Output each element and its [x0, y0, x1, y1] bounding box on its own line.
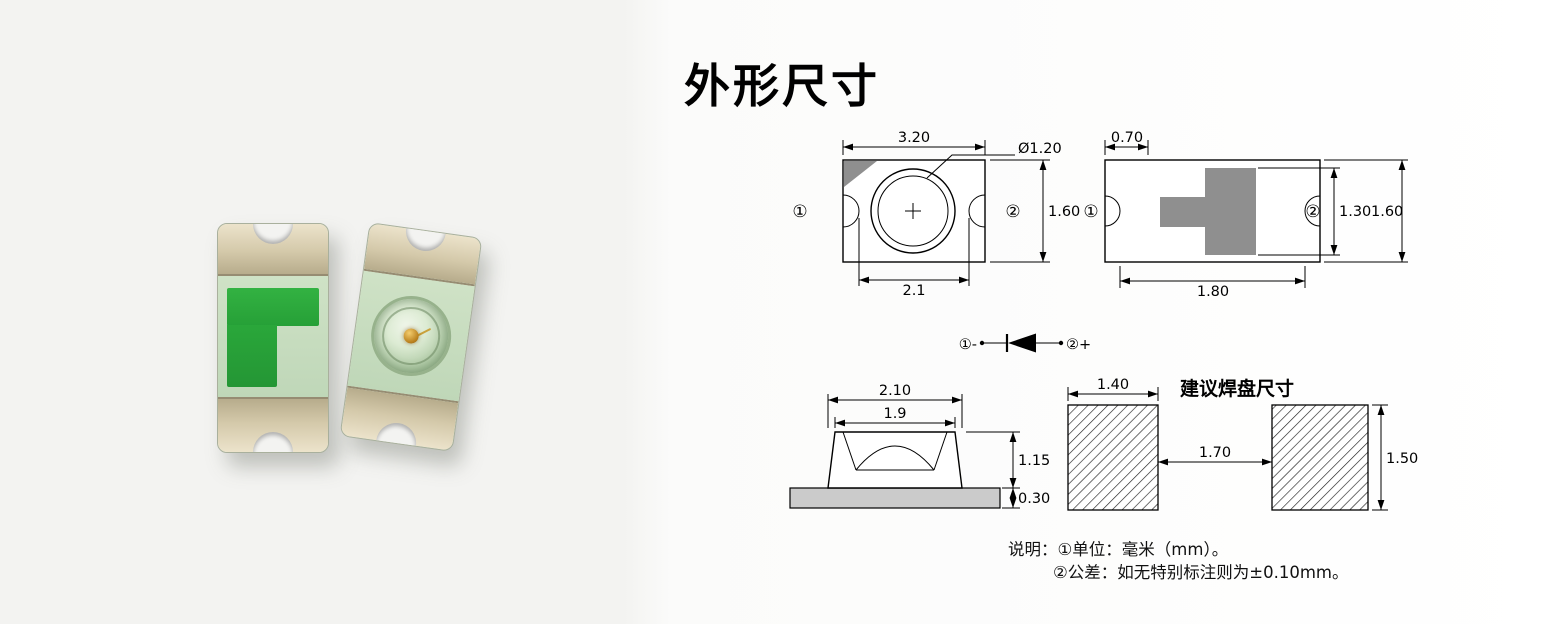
green-electrode-bar [227, 288, 319, 326]
dim-label-base-thickness: 0.30 [1018, 491, 1050, 507]
page-title: 外形尺寸 [684, 59, 880, 113]
castellation-notch [376, 420, 419, 448]
castellation-notch [253, 224, 293, 244]
dim-label-lens-diameter: Ø1.20 [1018, 141, 1062, 157]
dim-label-inner-width: 1.9 [883, 406, 906, 422]
dim-label-height: 1.60 [1371, 204, 1403, 220]
pin2-marker: ② [1005, 202, 1020, 222]
lens-dome [365, 290, 457, 382]
pad-layout-drawing: 建议焊盘尺寸 1.40 1.70 1.50 [1067, 377, 1418, 511]
pin1-marker: ① [1083, 202, 1098, 222]
negative-terminal-label: ①- [959, 337, 977, 353]
led-resin-area [218, 276, 328, 397]
led-photo-top-view [217, 223, 329, 453]
dim-label-pad-width: 1.40 [1097, 377, 1129, 393]
pin1-marker: ① [792, 202, 807, 222]
led-resin-area [347, 270, 475, 402]
dim-label-width: 2.10 [879, 383, 911, 399]
cathode-corner-mark [844, 161, 877, 187]
positive-terminal-label: ②+ [1066, 337, 1091, 353]
base-plate [789, 487, 1001, 509]
notes-block: 说明：①单位：毫米（mm）。 ②公差：如无特别标注则为±0.10mm。 [1008, 538, 1349, 584]
solder-pad-right [1271, 404, 1369, 511]
led-package-body [217, 223, 329, 453]
dim-label-body-height: 1.15 [1018, 453, 1050, 469]
profile-view-drawing: 2.10 1.9 1.15 0.30 [789, 383, 1050, 509]
note-units: 说明：①单位：毫米（mm）。 [1008, 540, 1229, 559]
castellation-notch [253, 432, 293, 452]
note-tolerance: ②公差：如无特别标注则为±0.10mm。 [1053, 563, 1349, 582]
solder-pad-left [1067, 404, 1159, 511]
product-photo-panel [0, 0, 640, 624]
dome-profile [855, 445, 935, 471]
lens-circle-inner [877, 175, 949, 247]
side-view-drawing: 0.70 ① ② 1.30 1.60 1.80 [1083, 130, 1408, 300]
dim-label-pad-height: 1.50 [1386, 451, 1418, 467]
dimension-drawings-svg: 3.20 Ø1.20 1.60 ① ② 2.1 [789, 130, 1418, 511]
castellation-notch [403, 226, 446, 254]
dim-label-inner-width: 2.1 [902, 283, 925, 299]
dim-label-width: 3.20 [898, 130, 930, 146]
pad-layout-title: 建议焊盘尺寸 [1180, 377, 1294, 400]
dim-label-pad-gap: 1.70 [1199, 445, 1231, 461]
solder-pad-bottom [218, 397, 328, 452]
diode-triangle [1008, 333, 1036, 353]
t-shaped-pad [1160, 168, 1256, 255]
pin2-marker: ② [1305, 202, 1320, 222]
polarity-symbol: ①- ②+ [959, 333, 1091, 353]
solder-pad-top [218, 224, 328, 276]
led-body-profile [827, 431, 963, 489]
green-electrode-stem [227, 325, 277, 387]
dim-label-width: 1.80 [1197, 284, 1229, 300]
dim-label-pad-width: 0.70 [1111, 130, 1143, 146]
led-package-body [339, 222, 483, 452]
dim-label-inner-height: 1.30 [1339, 204, 1371, 220]
dim-label-height: 1.60 [1048, 204, 1080, 220]
top-view-drawing: 3.20 Ø1.20 1.60 ① ② 2.1 [792, 130, 1080, 299]
led-photo-lens-view [339, 222, 483, 452]
